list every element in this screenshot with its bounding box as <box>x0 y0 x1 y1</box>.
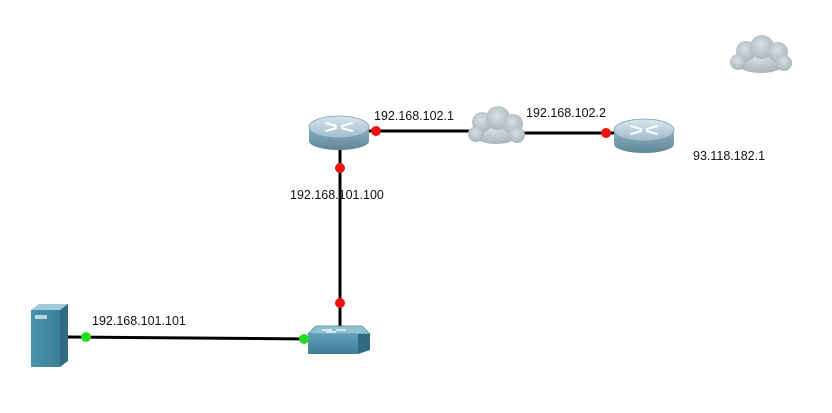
cable-switch-to-server <box>67 335 311 341</box>
link-status-dot <box>335 163 345 173</box>
link-status-dot <box>299 334 309 344</box>
link-status-dot <box>371 126 381 136</box>
link-status-dot <box>335 298 345 308</box>
link-status-dot <box>601 128 611 138</box>
server-ip-label: 192.168.101.101 <box>92 314 186 328</box>
router-icon[interactable] <box>308 115 370 150</box>
router2-wan-ip-label: 192.168.102.2 <box>526 106 606 120</box>
cloud-icon[interactable] <box>468 106 525 144</box>
router-icon[interactable] <box>613 118 675 153</box>
link-status-dot <box>81 332 91 342</box>
router1-lan-ip-label: 192.168.101.100 <box>290 188 384 202</box>
switch-icon[interactable] <box>307 325 371 354</box>
server-icon[interactable] <box>31 304 68 367</box>
router2-public-ip-label: 93.118.182.1 <box>693 149 765 163</box>
cloud-icon[interactable] <box>730 35 792 73</box>
router1-wan-ip-label: 192.168.102.1 <box>374 109 454 123</box>
